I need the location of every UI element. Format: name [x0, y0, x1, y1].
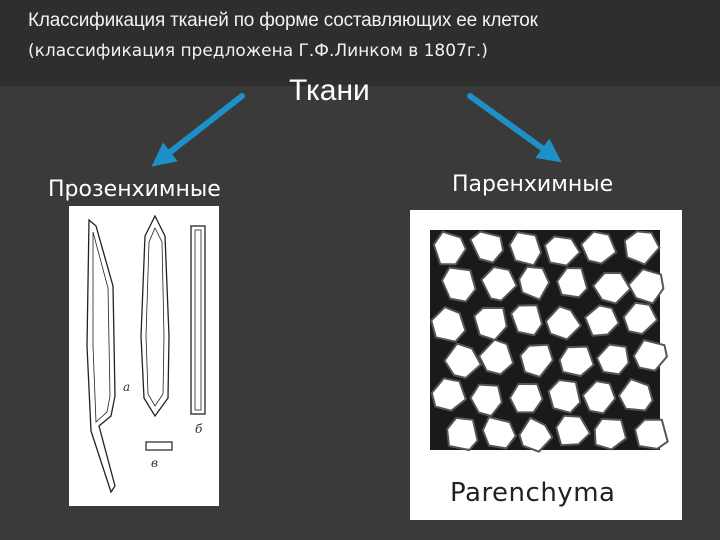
parenchyma-cell — [510, 304, 544, 337]
branch-label-prosenchyma: Прозенхимные — [48, 177, 221, 202]
figure-letter-b: б — [195, 422, 203, 436]
parenchyma-cell — [519, 343, 554, 378]
root-node-label: Ткани — [289, 74, 370, 107]
parenchyma-cell — [478, 338, 515, 376]
parenchyma-cell — [627, 268, 665, 305]
parenchyma-drawing — [430, 230, 669, 453]
arrow-right — [467, 93, 562, 163]
arrow-left — [151, 93, 245, 167]
parenchyma-cell — [543, 235, 581, 267]
parenchyma-cell — [441, 266, 477, 303]
parenchyma-cell — [581, 380, 617, 415]
prosenchyma-drawing — [86, 214, 206, 494]
parenchyma-cell — [469, 383, 503, 417]
parenchyma-cell — [469, 230, 505, 264]
cell-wall-background — [430, 230, 660, 450]
parenchyma-cell — [623, 230, 661, 266]
parenchyma-cell — [518, 265, 551, 301]
parenchyma-cell — [508, 382, 544, 414]
parenchyma-cell — [430, 377, 467, 412]
page-title: Классификация тканей по форме составляющ… — [28, 10, 538, 31]
prosenchyma-figure: а б в — [69, 206, 219, 506]
parenchyma-cell — [622, 301, 659, 336]
parenchyma-cell — [555, 414, 591, 447]
figure-letter-a: а — [123, 380, 131, 394]
parenchyma-cell — [593, 417, 628, 451]
parenchyma-cell — [632, 339, 668, 372]
parenchyma-cell — [432, 230, 467, 266]
parenchyma-cell — [446, 416, 479, 451]
parenchyma-caption: Parenchyma — [450, 478, 616, 508]
parenchyma-cell — [580, 230, 618, 265]
parenchyma-cell — [518, 416, 554, 453]
parenchyma-cell — [617, 378, 654, 412]
parenchyma-cell — [584, 304, 620, 337]
parenchyma-cell — [480, 266, 518, 302]
figure-letter-v: в — [151, 456, 158, 470]
parenchyma-figure: Parenchyma — [410, 210, 682, 520]
parenchyma-cell — [544, 305, 582, 341]
branch-label-parenchyma: Паренхимные — [452, 172, 614, 197]
parenchyma-cell — [634, 418, 669, 450]
parenchyma-cell — [430, 306, 467, 343]
parenchyma-cell — [443, 342, 482, 379]
parenchyma-cell — [481, 416, 517, 450]
parenchyma-cell — [592, 272, 632, 305]
parenchyma-cell — [595, 343, 630, 376]
parenchyma-cell — [547, 379, 582, 414]
parenchyma-cell — [556, 267, 589, 299]
parenchyma-cell — [508, 231, 543, 267]
page-subtitle: (классификация предложена Г.Ф.Линком в 1… — [28, 41, 488, 61]
parenchyma-cell — [558, 345, 595, 377]
title-band — [0, 0, 720, 86]
